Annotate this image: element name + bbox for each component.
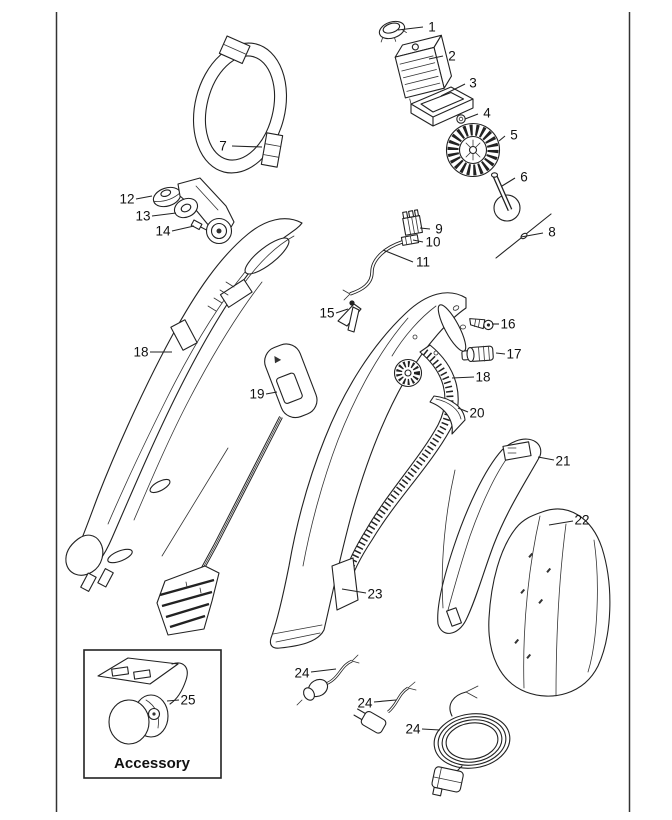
leader-line-24 (373, 699, 397, 703)
leader-line-18 (451, 376, 475, 379)
callout-14: 14 (155, 224, 171, 239)
callout-7: 7 (219, 139, 227, 154)
leader-line-15 (335, 308, 349, 314)
callout-11: 11 (416, 255, 430, 270)
callout-13: 13 (135, 209, 150, 224)
callout-21: 21 (555, 454, 570, 469)
leader-line-21 (537, 456, 555, 461)
leader-line-8 (520, 232, 544, 238)
part-4-nut (456, 114, 466, 124)
callout-23: 23 (367, 587, 382, 602)
part-25-caster (97, 657, 188, 745)
callout-8: 8 (548, 225, 556, 240)
part-9-switch (402, 209, 423, 236)
part-3-frame (410, 86, 474, 127)
callout-4: 4 (483, 106, 491, 121)
part-6-shaft (490, 172, 521, 222)
part-2-motor (394, 34, 453, 105)
callout-5: 5 (510, 128, 518, 143)
callout-1: 1 (428, 20, 436, 35)
callout-25: 25 (180, 693, 195, 708)
part-19-handle-scraper (156, 343, 318, 636)
accessory-box (83, 649, 222, 779)
part-24-cord-flat-plug (353, 681, 417, 734)
callout-22: 22 (574, 513, 589, 528)
part-7-strap (192, 35, 288, 174)
part-10-connector (400, 234, 420, 246)
callout-24: 24 (294, 666, 310, 681)
leader-line-3 (440, 83, 466, 97)
part-5-impeller (445, 122, 501, 178)
callout-18: 18 (475, 370, 490, 385)
callout-10: 10 (425, 235, 440, 250)
callout-18: 18 (133, 345, 148, 360)
leader-line-14 (171, 225, 195, 232)
callout-2: 2 (448, 49, 456, 64)
leader-line-2 (428, 55, 444, 60)
leader-line-24 (310, 668, 337, 673)
leader-line-12 (135, 195, 153, 200)
callout-20: 20 (469, 406, 484, 421)
callout-6: 6 (520, 170, 528, 185)
leader-line-11 (382, 249, 414, 263)
callout-numbers: 1234567891011121314151617181819202122232… (119, 20, 589, 737)
part-14-bolt (190, 219, 207, 231)
callout-16: 16 (500, 317, 515, 332)
leader-line-7 (231, 145, 263, 148)
callout-15: 15 (319, 306, 334, 321)
leader-line-25 (166, 699, 180, 702)
leader-line-24 (421, 728, 441, 731)
leader-line-5 (498, 135, 506, 142)
leader-line-6 (501, 177, 516, 187)
part-20-outlet-collar (429, 395, 466, 435)
callout-3: 3 (469, 76, 477, 91)
callout-9: 9 (435, 222, 443, 237)
leader-line-13 (151, 212, 177, 217)
part-22-bag (488, 508, 611, 697)
part-13-bracket (173, 177, 235, 245)
part-11-wire (342, 240, 403, 301)
callout-24: 24 (357, 696, 373, 711)
leader-line-19 (265, 391, 278, 395)
part-23-label (331, 557, 359, 611)
leader-line-9 (419, 227, 431, 230)
leader-line-1 (397, 26, 424, 31)
leader-line-17 (495, 352, 506, 355)
leader-line-22 (548, 520, 574, 526)
callout-19: 19 (249, 387, 264, 402)
accessory-box-label: Accessory (114, 755, 191, 772)
part-16-screw (469, 318, 494, 331)
leader-line-20 (457, 407, 469, 413)
callout-12: 12 (119, 192, 134, 207)
callout-24: 24 (405, 722, 421, 737)
part-15-clip (337, 300, 362, 333)
callout-17: 17 (506, 347, 521, 362)
part-1-cap (378, 20, 407, 43)
part-24-cord-round-plug (296, 654, 360, 706)
leader-line-4 (464, 113, 479, 120)
part-24-coiled-cord (431, 685, 511, 797)
leader-lines (135, 26, 574, 731)
part-18-left-housing (65, 218, 303, 592)
part-17-cord-protector (461, 345, 494, 363)
leader-line-23 (341, 588, 367, 594)
part-21-bag-frame (437, 438, 542, 634)
leader-line-10 (412, 239, 424, 243)
